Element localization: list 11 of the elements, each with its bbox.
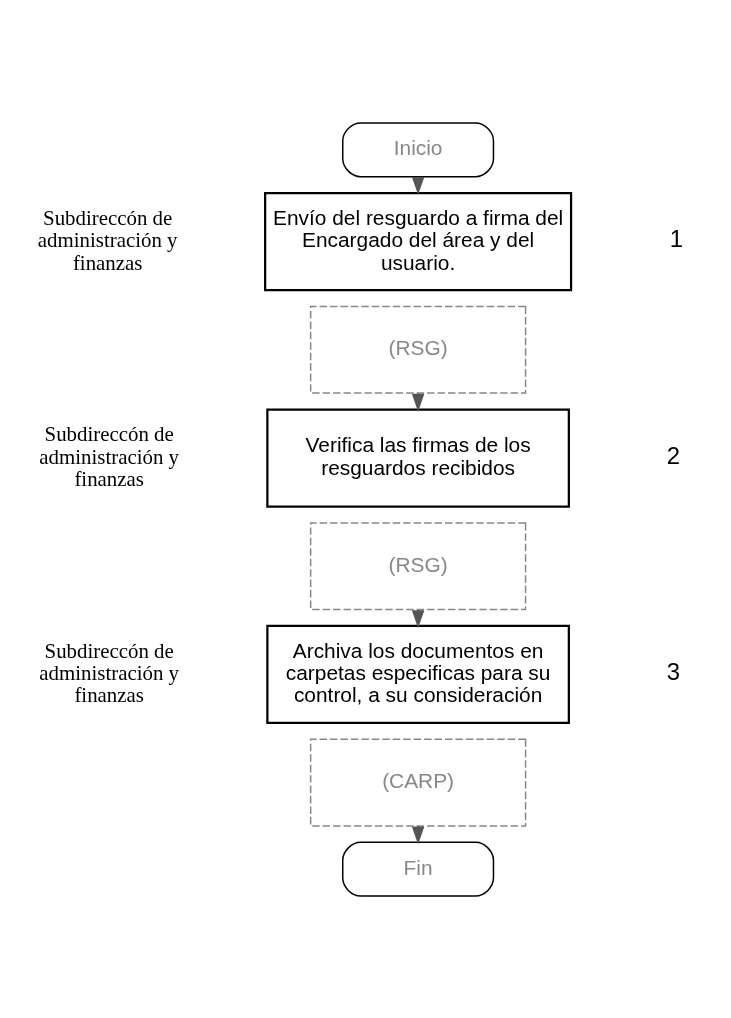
node-box: Envío del resguardo a firma del Encargado del área y del usuario.: [264, 191, 573, 291]
node-label: 2: [666, 441, 680, 469]
node-box: Archiva los documentos en carpetas especificas para su control, a su consideración: [266, 624, 570, 724]
node-label: Subdireccón de administración y finanzas: [39, 638, 180, 707]
arrow: [411, 392, 425, 412]
node-label: Subdireccón de administración y finanzas: [39, 421, 180, 491]
node-box: Fin: [342, 841, 495, 897]
node-label: 3: [666, 657, 680, 685]
node-label: 1: [669, 224, 683, 252]
node-box: Verifica las firmas de los resguardos recibidos: [266, 407, 570, 508]
node-label: Subdireccón de administración y finanzas: [37, 205, 178, 275]
